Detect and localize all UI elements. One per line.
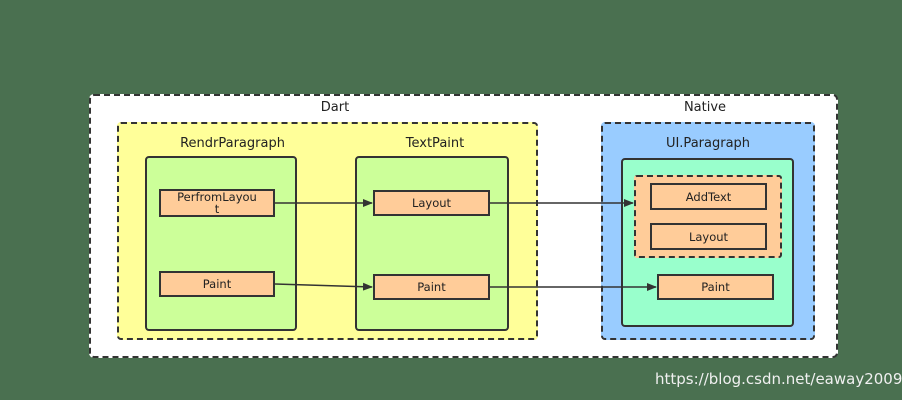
rendr-paint-box: Paint bbox=[159, 271, 275, 297]
dart-section-label: Dart bbox=[320, 100, 350, 115]
add-text-box: AddText bbox=[650, 183, 767, 210]
rendr-paragraph-component bbox=[145, 156, 297, 331]
ui-paint-box: Paint bbox=[657, 274, 774, 300]
ui-paragraph-label: UI.Paragraph bbox=[665, 136, 751, 151]
text-paint-label: TextPaint bbox=[405, 136, 465, 151]
watermark-text: https://blog.csdn.net/eaway2009 bbox=[655, 370, 902, 388]
text-paint-component bbox=[355, 156, 509, 331]
arrow-paint-to-paint bbox=[274, 282, 373, 291]
text-paint-layout-box: Layout bbox=[373, 190, 490, 216]
native-section-label: Native bbox=[683, 100, 727, 115]
ui-layout-box: Layout bbox=[650, 223, 767, 250]
perform-layout-box: PerfromLayou t bbox=[159, 189, 275, 217]
rendr-paragraph-label: RendrParagraph bbox=[180, 136, 285, 151]
text-paint-paint-box: Paint bbox=[373, 274, 490, 300]
